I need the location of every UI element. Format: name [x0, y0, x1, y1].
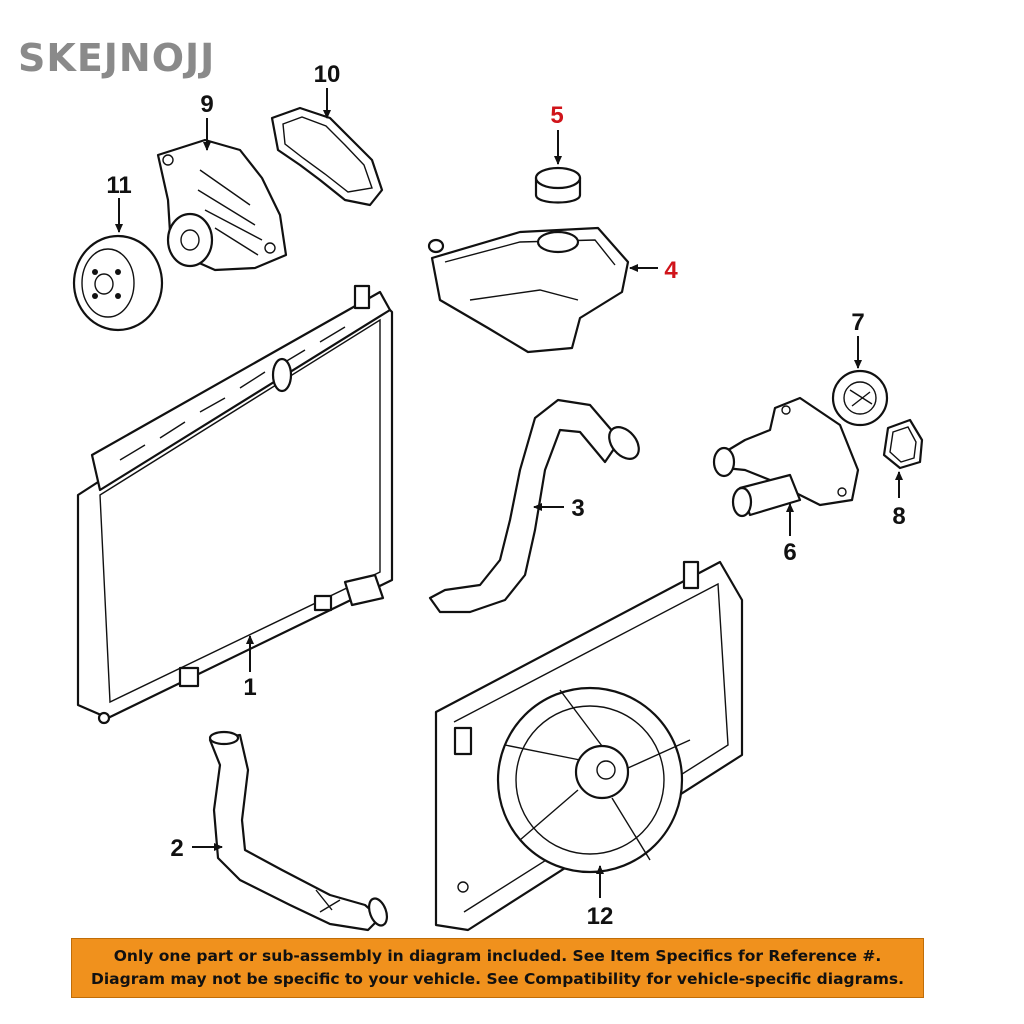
part-lower-hose [208, 730, 389, 932]
callout-2: 2 [170, 835, 183, 862]
part-upper-hose [428, 398, 640, 614]
callout-3: 3 [571, 495, 584, 522]
part-pump-gasket [270, 106, 384, 207]
callout-7: 7 [851, 309, 864, 336]
part-coolant-reservoir [427, 226, 630, 354]
callout-9: 9 [200, 91, 213, 118]
callout-11: 11 [106, 172, 131, 199]
part-thermostat-housing [712, 396, 860, 518]
callout-4: 4 [664, 257, 678, 284]
brand-watermark: SKEJNOJJ [18, 36, 216, 80]
callout-12: 12 [587, 903, 614, 930]
part-reservoir-cap [534, 166, 582, 204]
part-water-pump [156, 138, 288, 272]
callout-5: 5 [550, 102, 563, 129]
callout-1: 1 [243, 674, 256, 701]
part-thermostat [831, 369, 889, 427]
callout-6: 6 [783, 539, 796, 566]
part-pulley [72, 234, 164, 332]
notice-line-2: Diagram may not be specific to your vehi… [90, 970, 905, 988]
part-fan-shroud [434, 560, 744, 932]
compatibility-notice: Only one part or sub-assembly in diagram… [71, 938, 924, 998]
callout-labels: 11 9 10 5 4 7 8 6 3 1 2 12 [106, 61, 905, 930]
callout-10: 10 [314, 61, 341, 88]
part-thermostat-seal [882, 418, 924, 470]
part-radiator [76, 284, 394, 725]
notice-line-1: Only one part or sub-assembly in diagram… [113, 947, 882, 965]
leader-lines [115, 88, 903, 898]
callout-8: 8 [892, 503, 905, 530]
